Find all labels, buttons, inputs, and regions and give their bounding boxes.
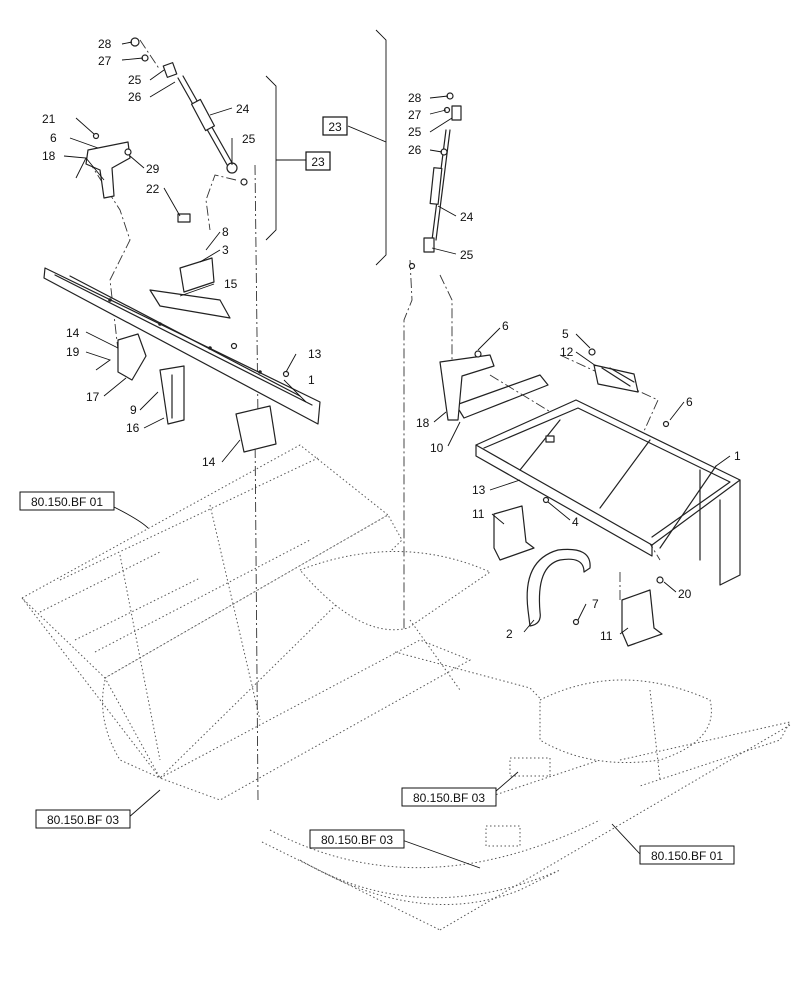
group-brackets: 23 23 [265, 29, 387, 266]
callout-8: 8 [222, 225, 229, 239]
callout-21: 21 [42, 112, 56, 126]
callout-1-right: 1 [734, 449, 741, 463]
callout-19: 19 [66, 345, 80, 359]
callout-25-left-top: 25 [128, 73, 142, 87]
reference-boxes: 80.150.BF 01 80.150.BF 03 80.150.BF 03 8… [19, 491, 735, 865]
callout-18-left: 18 [42, 149, 56, 163]
left-linkage [130, 37, 248, 186]
ref-bf01-right[interactable]: 80.150.BF 01 [651, 849, 723, 863]
group-23-right: 23 [328, 120, 342, 134]
callout-27-right: 27 [408, 108, 422, 122]
callout-11-top: 11 [472, 507, 485, 521]
group-23-left: 23 [311, 155, 325, 169]
group-23-left-box [305, 151, 331, 171]
left-bracket [85, 132, 191, 223]
right-frame [439, 348, 741, 647]
ref-bf03-left[interactable]: 80.150.BF 03 [47, 813, 119, 827]
callout-3: 3 [222, 243, 229, 257]
callout-13-right: 13 [472, 483, 486, 497]
callout-6-left: 6 [50, 131, 57, 145]
callout-13-left: 13 [308, 347, 322, 361]
callout-25-left-bottom: 25 [242, 132, 256, 146]
callout-18-right: 18 [416, 416, 430, 430]
callout-20: 20 [678, 587, 692, 601]
left-deflector [43, 257, 321, 453]
callouts: 28 27 25 26 24 25 21 6 18 29 22 8 3 15 1… [42, 37, 741, 643]
group-23-right-box [322, 116, 348, 136]
callout-11-bottom: 11 [600, 629, 613, 643]
callout-24-right: 24 [460, 210, 474, 224]
header-assembly-ghost [21, 444, 791, 931]
callout-17: 17 [86, 390, 100, 404]
callout-5: 5 [562, 327, 569, 341]
callout-1-left: 1 [308, 373, 315, 387]
callout-6-right-top: 6 [502, 319, 509, 333]
callout-25-right-top: 25 [408, 125, 422, 139]
callout-2: 2 [506, 627, 513, 641]
callout-24-left: 24 [236, 102, 250, 116]
ref-bf03-bottom[interactable]: 80.150.BF 03 [321, 833, 393, 847]
callout-6-right: 6 [686, 395, 693, 409]
right-linkage [408, 92, 462, 270]
callout-12: 12 [560, 345, 574, 359]
callout-28-left: 28 [98, 37, 112, 51]
callout-14-bottom: 14 [202, 455, 216, 469]
callout-14-top: 14 [66, 326, 80, 340]
ref-bf03-right[interactable]: 80.150.BF 03 [413, 791, 485, 805]
callout-22: 22 [146, 182, 160, 196]
callout-7: 7 [592, 597, 599, 611]
callout-4: 4 [572, 515, 579, 529]
callout-27-left: 27 [98, 54, 112, 68]
callout-25-right-bottom: 25 [460, 248, 474, 262]
callout-29: 29 [146, 162, 160, 176]
callout-15: 15 [224, 277, 238, 291]
callout-28-right: 28 [408, 91, 422, 105]
leaders [63, 41, 731, 869]
callout-10: 10 [430, 441, 444, 455]
callout-26-left: 26 [128, 90, 142, 104]
callout-9: 9 [130, 403, 137, 417]
callout-26-right: 26 [408, 143, 422, 157]
callout-16: 16 [126, 421, 140, 435]
ref-bf01-left[interactable]: 80.150.BF 01 [31, 495, 103, 509]
